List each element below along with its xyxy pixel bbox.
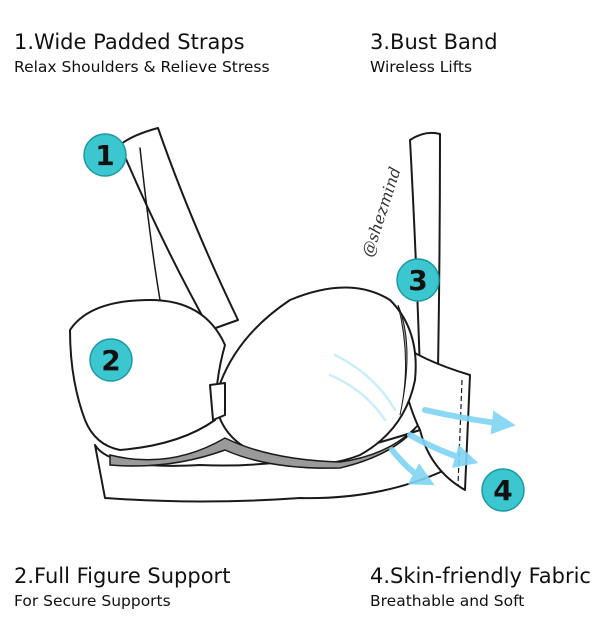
right-cup <box>214 286 417 465</box>
badge-3: 3 <box>396 258 440 302</box>
feature-title: 4.Skin-friendly Fabric <box>370 564 591 588</box>
feature-title: 1.Wide Padded Straps <box>14 30 245 54</box>
left-strap <box>119 127 239 331</box>
airflow-arrow <box>333 353 397 412</box>
feature-full-figure-support: 2.Full Figure Support For Secure Support… <box>14 563 230 611</box>
feature-subtitle: Breathable and Soft <box>370 592 525 610</box>
airflow-arrow <box>407 432 479 468</box>
feature-wide-padded-straps: 1.Wide Padded Straps Relax Shoulders & R… <box>14 29 270 77</box>
badge-2: 2 <box>89 338 133 382</box>
right-strap <box>409 131 441 373</box>
badge-4: 4 <box>481 468 525 512</box>
cup-side-shading <box>397 304 408 416</box>
badge-1-label: 1 <box>95 139 114 172</box>
feature-title: 3.Bust Band <box>370 30 498 54</box>
airflow-arrow <box>422 407 516 435</box>
badge-2-label: 2 <box>101 344 120 377</box>
feature-bust-band: 3.Bust Band Wireless Lifts <box>370 29 498 77</box>
side-stitching <box>457 379 463 486</box>
band-shadow <box>109 424 419 469</box>
watermark: @shezmind <box>358 165 405 260</box>
feature-subtitle: Wireless Lifts <box>370 58 473 76</box>
airflow-arrow <box>389 447 435 486</box>
feature-subtitle: For Secure Supports <box>14 592 171 610</box>
left-strap-inner-line <box>139 147 161 301</box>
left-cup <box>69 299 226 451</box>
airflow-arrow <box>328 373 387 422</box>
badge-3-label: 3 <box>408 264 427 297</box>
feature-title: 2.Full Figure Support <box>14 564 231 588</box>
badge-1: 1 <box>83 133 127 177</box>
center-gore <box>209 382 226 421</box>
badge-4-label: 4 <box>493 474 512 507</box>
feature-skin-friendly-fabric: 4.Skin-friendly Fabric Breathable and So… <box>370 563 591 611</box>
feature-subtitle: Relax Shoulders & Relieve Stress <box>14 58 270 76</box>
